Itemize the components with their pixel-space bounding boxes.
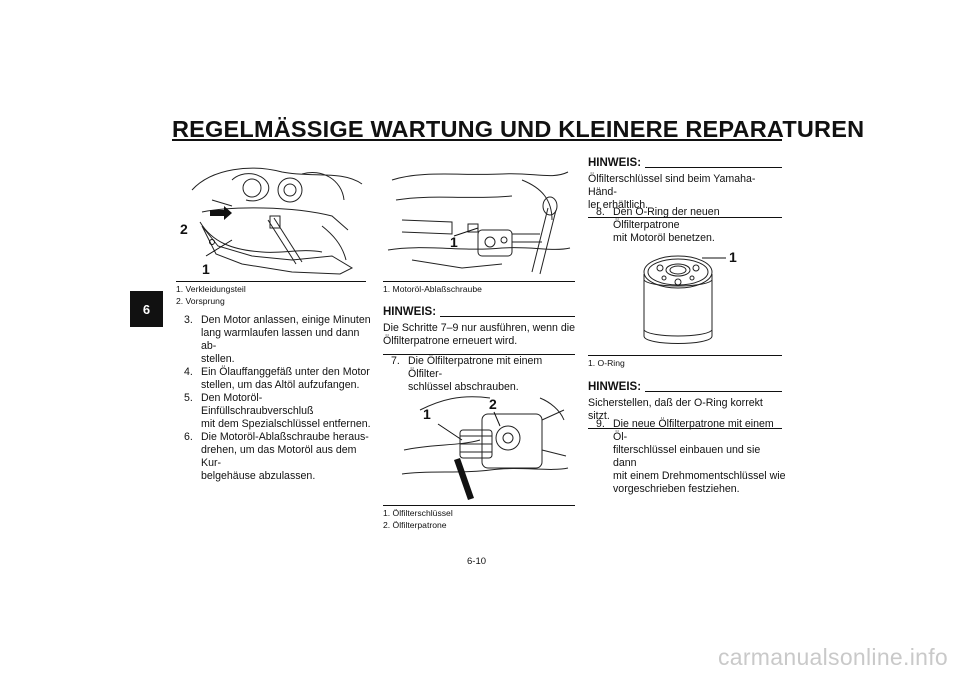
text-line: ler erhältlich. [588,199,649,211]
text-line: Die Schritte 7–9 nur ausführen, wenn die [383,322,575,334]
hinweis-end-rule [588,428,782,429]
hinweis-rule [645,167,782,168]
oil-filter-wrench-illustration [401,396,569,500]
step-text: Den Motoröl-Einfüllschraubverschluß mit … [201,392,374,431]
text-line: mit Motoröl benetzen. [613,232,715,244]
fairing-illustration [191,167,363,275]
text-line: Sicherstellen, daß der O-Ring korrekt si… [588,397,763,422]
hinweis-heading: HINWEIS: [588,157,782,170]
caption-rule [176,281,366,282]
caption-rule [383,281,575,282]
caption-line: 1. Motoröl-Ablaßschraube [383,284,482,294]
step-text: Die Motoröl-Ablaßschraube heraus- drehen… [201,431,374,483]
drain-bolt-illustration [387,171,571,275]
step-number: 8. [596,206,605,218]
caption-rule [588,355,782,356]
chapter-tab: 6 [130,291,163,327]
hinweis-label: HINWEIS: [383,306,437,318]
step-8: 8. Den O-Ring der neuen Ölfilterpatrone … [596,206,784,245]
text-line: stellen. [201,353,235,365]
figure-callout: 1 [450,234,458,250]
text-line: Die neue Ölfilterpatrone mit einem Öl- [613,418,774,443]
step-6: 6. Die Motoröl-Ablaßschraube heraus- dre… [184,431,374,483]
text-line: mit einem Drehmomentschlüssel wie [613,470,786,482]
caption-rule [383,505,575,506]
step-number: 9. [596,418,605,430]
hinweis-rule [645,391,782,392]
hinweis-label: HINWEIS: [588,157,642,169]
text-line: Den Motoröl-Einfüllschraubverschluß [201,392,314,417]
figure-caption: 1. Verkleidungsteil 2. Vorsprung [176,281,366,307]
figure-callout: 1 [729,249,737,265]
hinweis-block: HINWEIS: Ölfilterschlüssel sind beim Yam… [588,157,782,218]
text-line: Ölfilterschlüssel sind beim Yamaha-Händ- [588,173,756,198]
step-number: 7. [391,355,400,367]
caption-line: 2. Ölfilterpatrone [383,520,447,530]
step-5: 5. Den Motoröl-Einfüllschraubverschluß m… [184,392,374,431]
caption-line: 1. O-Ring [588,358,625,368]
text-line: filterschlüssel einbauen und sie dann [613,444,761,469]
hinweis-label: HINWEIS: [588,381,642,393]
step-number: 6. [184,431,193,443]
step-4: 4. Ein Ölauffanggefäß unter den Motor st… [184,366,374,392]
oil-filter-cartridge-illustration [643,255,726,344]
text-line: Die Ölfilterpatrone mit einem Ölfilter- [408,355,543,380]
text-line: lang warmlaufen lassen und dann ab- [201,327,360,352]
caption-line: 1. Ölfilterschlüssel [383,508,453,518]
caption-line: 2. Vorsprung [176,296,225,306]
text-line: vorgeschrieben festziehen. [613,483,740,495]
hinweis-text: Die Schritte 7–9 nur ausführen, wenn die… [383,322,575,348]
step-number: 4. [184,366,193,378]
step-text: Die Ölfilterpatrone mit einem Ölfilter- … [408,355,577,394]
hinweis-heading: HINWEIS: [383,306,575,319]
text-line: Den Motor anlassen, einige Minuten [201,314,371,326]
hinweis-end-rule [383,354,575,355]
text-line: drehen, um das Motoröl aus dem Kur- [201,444,357,469]
step-row: 8. Den O-Ring der neuen Ölfilterpatrone … [596,206,784,245]
text-line: stellen, um das Altöl aufzufangen. [201,379,360,391]
step-text: Ein Ölauffanggefäß unter den Motor stell… [201,366,374,392]
hinweis-end-rule [588,217,782,218]
step-7: 7. Die Ölfilterpatrone mit einem Ölfilte… [391,355,577,394]
hinweis-rule [440,316,575,317]
text-line: Ölfilterpatrone erneuert wird. [383,335,518,347]
hinweis-text: Sicherstellen, daß der O-Ring korrekt si… [588,397,782,423]
caption-line: 1. Verkleidungsteil [176,284,246,294]
step-text: Den O-Ring der neuen Ölfilterpatrone mit… [613,206,784,245]
text-line: schlüssel abschrauben. [408,381,519,393]
page-number: 6-10 [467,556,487,567]
text-line: Den O-Ring der neuen Ölfilterpatrone [613,206,720,231]
step-number: 3. [184,314,193,326]
title-rule [172,139,782,141]
figure-callout: 2 [489,396,497,412]
step-text: Die neue Ölfilterpatrone mit einem Öl- f… [613,418,786,496]
text-line: Die Motoröl-Ablaßschraube heraus- [201,431,369,443]
text-line: Ein Ölauffanggefäß unter den Motor [201,366,370,378]
figure-callout: 1 [423,406,431,422]
page-title: REGELMÄSSIGE WARTUNG UND KLEINERE REPARA… [172,116,865,142]
step-number: 5. [184,392,193,404]
figure-caption: 1. Motoröl-Ablaßschraube [383,281,575,295]
hinweis-block: HINWEIS: Die Schritte 7–9 nur ausführen,… [383,306,575,355]
steps-list: 3. Den Motor anlassen, einige Minuten la… [184,314,374,483]
figure-callout: 2 [180,221,188,237]
text-line: mit dem Spezialschlüssel entfernen. [201,418,371,430]
step-text: Den Motor anlassen, einige Minuten lang … [201,314,374,366]
figure-caption: 1. Ölfilterschlüssel 2. Ölfilterpatrone [383,505,575,531]
watermark-link[interactable]: carmanualsonline.info [717,644,948,670]
figure-callout: 1 [202,261,210,277]
hinweis-block: HINWEIS: Sicherstellen, daß der O-Ring k… [588,381,782,429]
hinweis-heading: HINWEIS: [588,381,782,394]
step-3: 3. Den Motor anlassen, einige Minuten la… [184,314,374,366]
text-line: belgehäuse abzulassen. [201,470,316,482]
step-row: 9. Die neue Ölfilterpatrone mit einem Öl… [596,418,786,496]
step-9: 9. Die neue Ölfilterpatrone mit einem Öl… [596,418,786,496]
figure-caption: 1. O-Ring [588,355,782,369]
step-row: 7. Die Ölfilterpatrone mit einem Ölfilte… [391,355,577,394]
hinweis-text: Ölfilterschlüssel sind beim Yamaha-Händ-… [588,173,782,212]
